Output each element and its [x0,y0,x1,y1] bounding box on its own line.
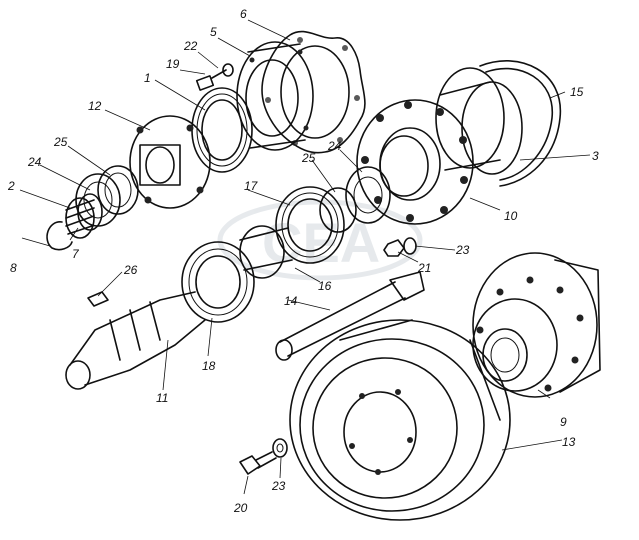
washer-22 [222,63,234,77]
nut-7 [65,193,103,239]
ring-24-center [345,166,391,224]
callout-2: 2 [7,179,15,193]
callout-26: 26 [123,263,138,277]
callout-9: 9 [560,415,567,429]
cover-5 [236,41,314,151]
callout-24-left: 24 [27,155,42,169]
seal-1 [191,87,253,173]
callout-7: 7 [72,247,80,261]
leader-lines [19,19,591,495]
callout-16: 16 [318,279,332,293]
hub-drum-3 [435,67,523,175]
callout-12: 12 [88,99,102,113]
nut-21 [383,239,405,257]
callout-17: 17 [244,179,259,193]
callout-14: 14 [284,294,298,308]
callout-3: 3 [592,149,599,163]
callout-20: 20 [233,501,248,515]
washer-23-center [403,237,417,255]
callout-13: 13 [562,435,576,449]
callout-11: 11 [156,391,168,405]
lock-washer-24-left [75,173,121,227]
flange-12 [129,115,211,209]
callout-24-center: 24 [327,139,342,153]
callout-23-center: 23 [455,243,470,257]
gasket-6 [261,30,366,154]
callout-6: 6 [240,7,247,21]
washer-23-lower [272,438,288,458]
callout-labels: 6 5 22 19 1 12 15 25 24 2 8 7 3 25 24 17… [7,7,599,515]
callout-22: 22 [183,39,198,53]
washer-25-left [97,165,139,215]
callout-23-lower: 23 [271,479,286,493]
bearing-17 [275,186,345,264]
callout-1: 1 [144,71,151,85]
half-shaft-14 [275,271,425,361]
callout-21: 21 [417,261,431,275]
snap-ring-15 [479,60,562,187]
pulley-13 [289,319,511,521]
key-26 [87,291,109,307]
callout-5: 5 [210,25,217,39]
callout-10: 10 [504,209,518,223]
bolt-20 [239,451,277,475]
bearing-18 [181,241,255,323]
callout-25-center: 25 [301,151,316,165]
spacer-16 [239,225,293,279]
callout-8: 8 [10,261,17,275]
shaft-11 [65,291,206,390]
callout-18: 18 [202,359,216,373]
wheel-hub-9 [472,252,601,398]
flange-10 [356,99,474,225]
callout-15: 15 [570,85,584,99]
ring-25-center [319,187,357,233]
snap-ring-8 [46,221,73,251]
callout-19: 19 [166,57,180,71]
callout-25-left: 25 [53,135,68,149]
